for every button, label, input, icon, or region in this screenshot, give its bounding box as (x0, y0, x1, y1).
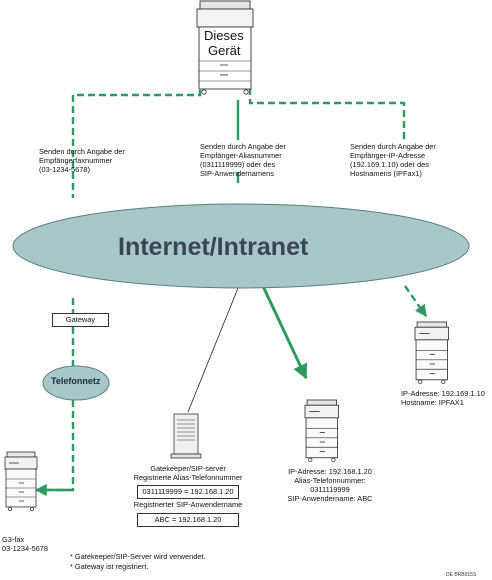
send-label-alias-line: Senden durch Angabe der (200, 142, 286, 151)
send-label-alias-line: (0311119999) oder des (200, 160, 276, 169)
send-label-ip-line: (192.169.1.10) oder des (350, 160, 429, 169)
send-label-alias-line: Empfänger-Aliasnummer (200, 151, 282, 160)
gatekeeper-link (187, 287, 239, 413)
send-label-ip-line: Hostnamens (IPFax1) (350, 169, 422, 178)
footnote: * Gatekeeper/SIP-Server wird verwendet. (70, 552, 206, 561)
g3-fax-label-line: 03-1234-5678 (2, 544, 49, 553)
footnote: * Gateway ist registriert. (70, 562, 149, 571)
g3-fax-icon (4, 451, 38, 512)
ip-fax-hostname-device-icon (414, 321, 450, 384)
gatekeeper-alias-heading: Registrierte Alias-Telefonnummer (133, 473, 243, 482)
gatekeeper-server-icon (170, 413, 202, 459)
telefonnetz-ellipse (42, 365, 110, 401)
send-label-ip-line: Empfänger-IP-Adresse (350, 151, 426, 160)
internet-ellipse (12, 203, 470, 289)
gatekeeper-sip-entry: ABC = 192.168.1.20 (137, 513, 239, 527)
ip-fax-device-label-line: IP-Adresse: 192.168.1.20 (288, 467, 372, 476)
figure-code: DE BRB015S (446, 572, 477, 578)
gateway-box: Gateway (52, 313, 109, 327)
link-fax-path (44, 57, 202, 492)
ip-fax-hostname-label-line: IP-Adresse: 192.169.1.10 (401, 389, 485, 398)
ip-fax-hostname-label-line: Hostname: IPFAX1 (401, 398, 464, 407)
telefonnetz-label: Telefonnetz (51, 376, 101, 386)
gatekeeper-sip-heading: Registrierter SIP-Anwendername (133, 500, 243, 509)
send-label-fax-line: (03-1234-5678) (39, 165, 90, 174)
ip-fax-device-icon (304, 399, 340, 462)
this-device-label-line1: Dieses (204, 28, 244, 43)
this-device-icon (196, 0, 254, 95)
link-ip-arrow (404, 285, 427, 317)
send-label-ip-line: Senden durch Angabe der (350, 142, 436, 151)
send-label-fax-line: Empfängerfaxnummer (39, 156, 113, 165)
ip-fax-device-label-line: Alias-Telefonnummer: (294, 476, 366, 485)
this-device-label-line2: Gerät (208, 43, 241, 58)
g3-fax-label-line: G3-fax (2, 535, 25, 544)
ip-fax-device-label-line: 0311119999 (310, 485, 350, 494)
internet-intranet-label: Internet/Intranet (118, 233, 309, 261)
link-alias-arrow (260, 283, 308, 380)
link-ip-path (248, 88, 406, 140)
send-label-fax-line: Senden durch Angabe der (39, 147, 125, 156)
send-label-alias-line: SIP-Anwendernamens (200, 169, 274, 178)
ip-fax-device-label-line: SIP-Anwendername: ABC (287, 494, 373, 503)
gatekeeper-alias-entry: 0311119999 = 192.168.1.20 (137, 485, 239, 499)
gatekeeper-title: Gatekeeper/SIP-server (150, 464, 226, 473)
